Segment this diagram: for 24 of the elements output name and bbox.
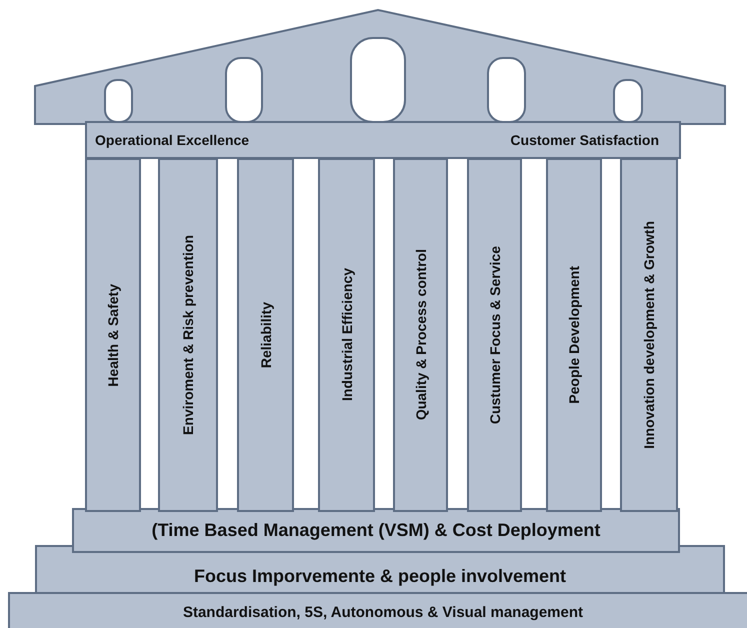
- base-step: [72, 508, 680, 553]
- pillar: [546, 158, 602, 512]
- pillar: [318, 158, 375, 512]
- heading-label: Operational Excellence: [95, 132, 250, 148]
- foundation-label: Standardisation, 5S, Autonomous & Visual management: [182, 604, 584, 620]
- base-step: [8, 592, 747, 628]
- foundation-label: Focus Imporvemente & people involvement: [194, 566, 566, 587]
- pillar: [467, 158, 522, 512]
- pillar: [393, 158, 448, 512]
- pillar-label: People Development: [566, 266, 582, 404]
- pillar: [158, 158, 218, 512]
- pillar-label: Custumer Focus & Service: [486, 246, 502, 424]
- pillar-label: Health & Safety: [105, 284, 121, 386]
- foundation-label: (Time Based Management (VSM) & Cost Deployment: [152, 520, 600, 541]
- pillar-label: Reliability: [258, 302, 274, 368]
- pillar-label: Enviroment & Risk prevention: [180, 235, 196, 435]
- pillar: [85, 158, 141, 512]
- pillar-label: Innovation development & Growth: [641, 221, 657, 449]
- pillar: [620, 158, 678, 512]
- pillar-label: Industrial Efficiency: [338, 268, 354, 402]
- heading-label: Customer Satisfaction: [510, 132, 659, 148]
- architrave-band: [85, 121, 681, 159]
- pillar: [237, 158, 294, 512]
- pillar-label: Quality & Process control: [412, 249, 428, 421]
